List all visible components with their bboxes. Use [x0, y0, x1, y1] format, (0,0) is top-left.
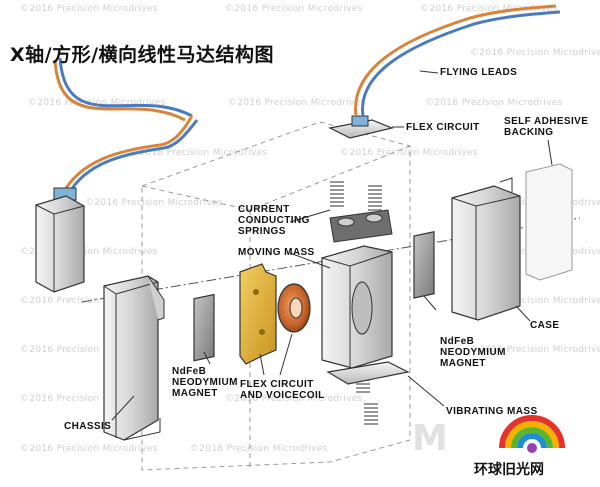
label-moving-mass: MOVING MASS: [238, 247, 315, 258]
label-flex-circuit-voicecoil: FLEX CIRCUIT AND VOICECOIL: [240, 379, 325, 401]
diagram-title: X轴/方形/横向线性马达结构图: [10, 44, 275, 66]
watermark: ©2016 Precision Microdrives: [20, 4, 158, 14]
watermark: ©2016 Precision Microdrives: [190, 444, 328, 454]
label-ndfeb-right: NdFeB NEODYMIUM MAGNET: [440, 336, 506, 369]
watermark: ©2016 Precision Microdrives: [20, 247, 158, 257]
label-current-conducting-springs: CURRENT CONDUCTING SPRINGS: [238, 204, 310, 237]
label-vibrating-mass: VIBRATING MASS: [446, 406, 538, 417]
watermark: ©2016 Precision Microdrives: [20, 394, 158, 404]
watermark: ©2016 Precision Microdrives: [470, 48, 600, 58]
moving-mass-part: [321, 245, 393, 369]
watermark: ©2016 Precision Microdrives: [420, 4, 558, 14]
leader-lines: [111, 70, 553, 421]
brand-logo-mark: [499, 415, 565, 453]
watermark: ©2016 Precision Microdrives: [470, 296, 600, 306]
voice-coil-part: [277, 283, 311, 333]
label-self-adhesive-backing: SELF ADHESIVE BACKING: [504, 116, 589, 138]
watermark: ©2016 Precision Microdrives: [340, 148, 478, 158]
watermark: ©2016 Precision Microdrives: [225, 394, 363, 404]
chassis-part: [103, 275, 165, 441]
ndfeb-magnet-left: [193, 293, 215, 362]
case-part: [451, 177, 521, 321]
label-ndfeb-left: NdFeB NEODYMIUM MAGNET: [172, 366, 238, 399]
watermark: ©2016 Precision Microdrives: [225, 4, 363, 14]
brand-name: 环球旧光网: [474, 462, 544, 478]
watermark: ©2016 Precision Microdrives: [85, 198, 223, 208]
assembled-motor-module: [35, 57, 199, 293]
ndfeb-magnet-right: [413, 231, 435, 299]
top-flex-circuit-part: [328, 4, 561, 139]
label-flying-leads: FLYING LEADS: [440, 67, 518, 78]
watermark-logo-letter: M: [412, 418, 448, 459]
watermark: ©2016 Precision Microdrives: [28, 98, 166, 108]
watermark: ©2016 Precision Microdrives: [130, 148, 268, 158]
label-flex-circuit-top: FLEX CIRCUIT: [406, 122, 480, 133]
spring-contacts: [329, 209, 393, 243]
self-adhesive-backing: [525, 163, 573, 281]
watermark: ©2016 Precision Microdrives: [20, 444, 158, 454]
vibrating-mass-plate: [326, 361, 410, 385]
flex-circuit-voicecoil-part: [239, 263, 277, 365]
watermark: ©2016 Precision Microdrives: [470, 345, 600, 355]
watermark: ©2016 Precision Microdrives: [425, 98, 563, 108]
watermark: ©2016 Precision Microdrives: [20, 345, 158, 355]
label-chassis: CHASSIS: [64, 421, 112, 432]
watermark: ©2016 Precision Microdrives: [228, 98, 366, 108]
label-case: CASE: [530, 320, 560, 331]
